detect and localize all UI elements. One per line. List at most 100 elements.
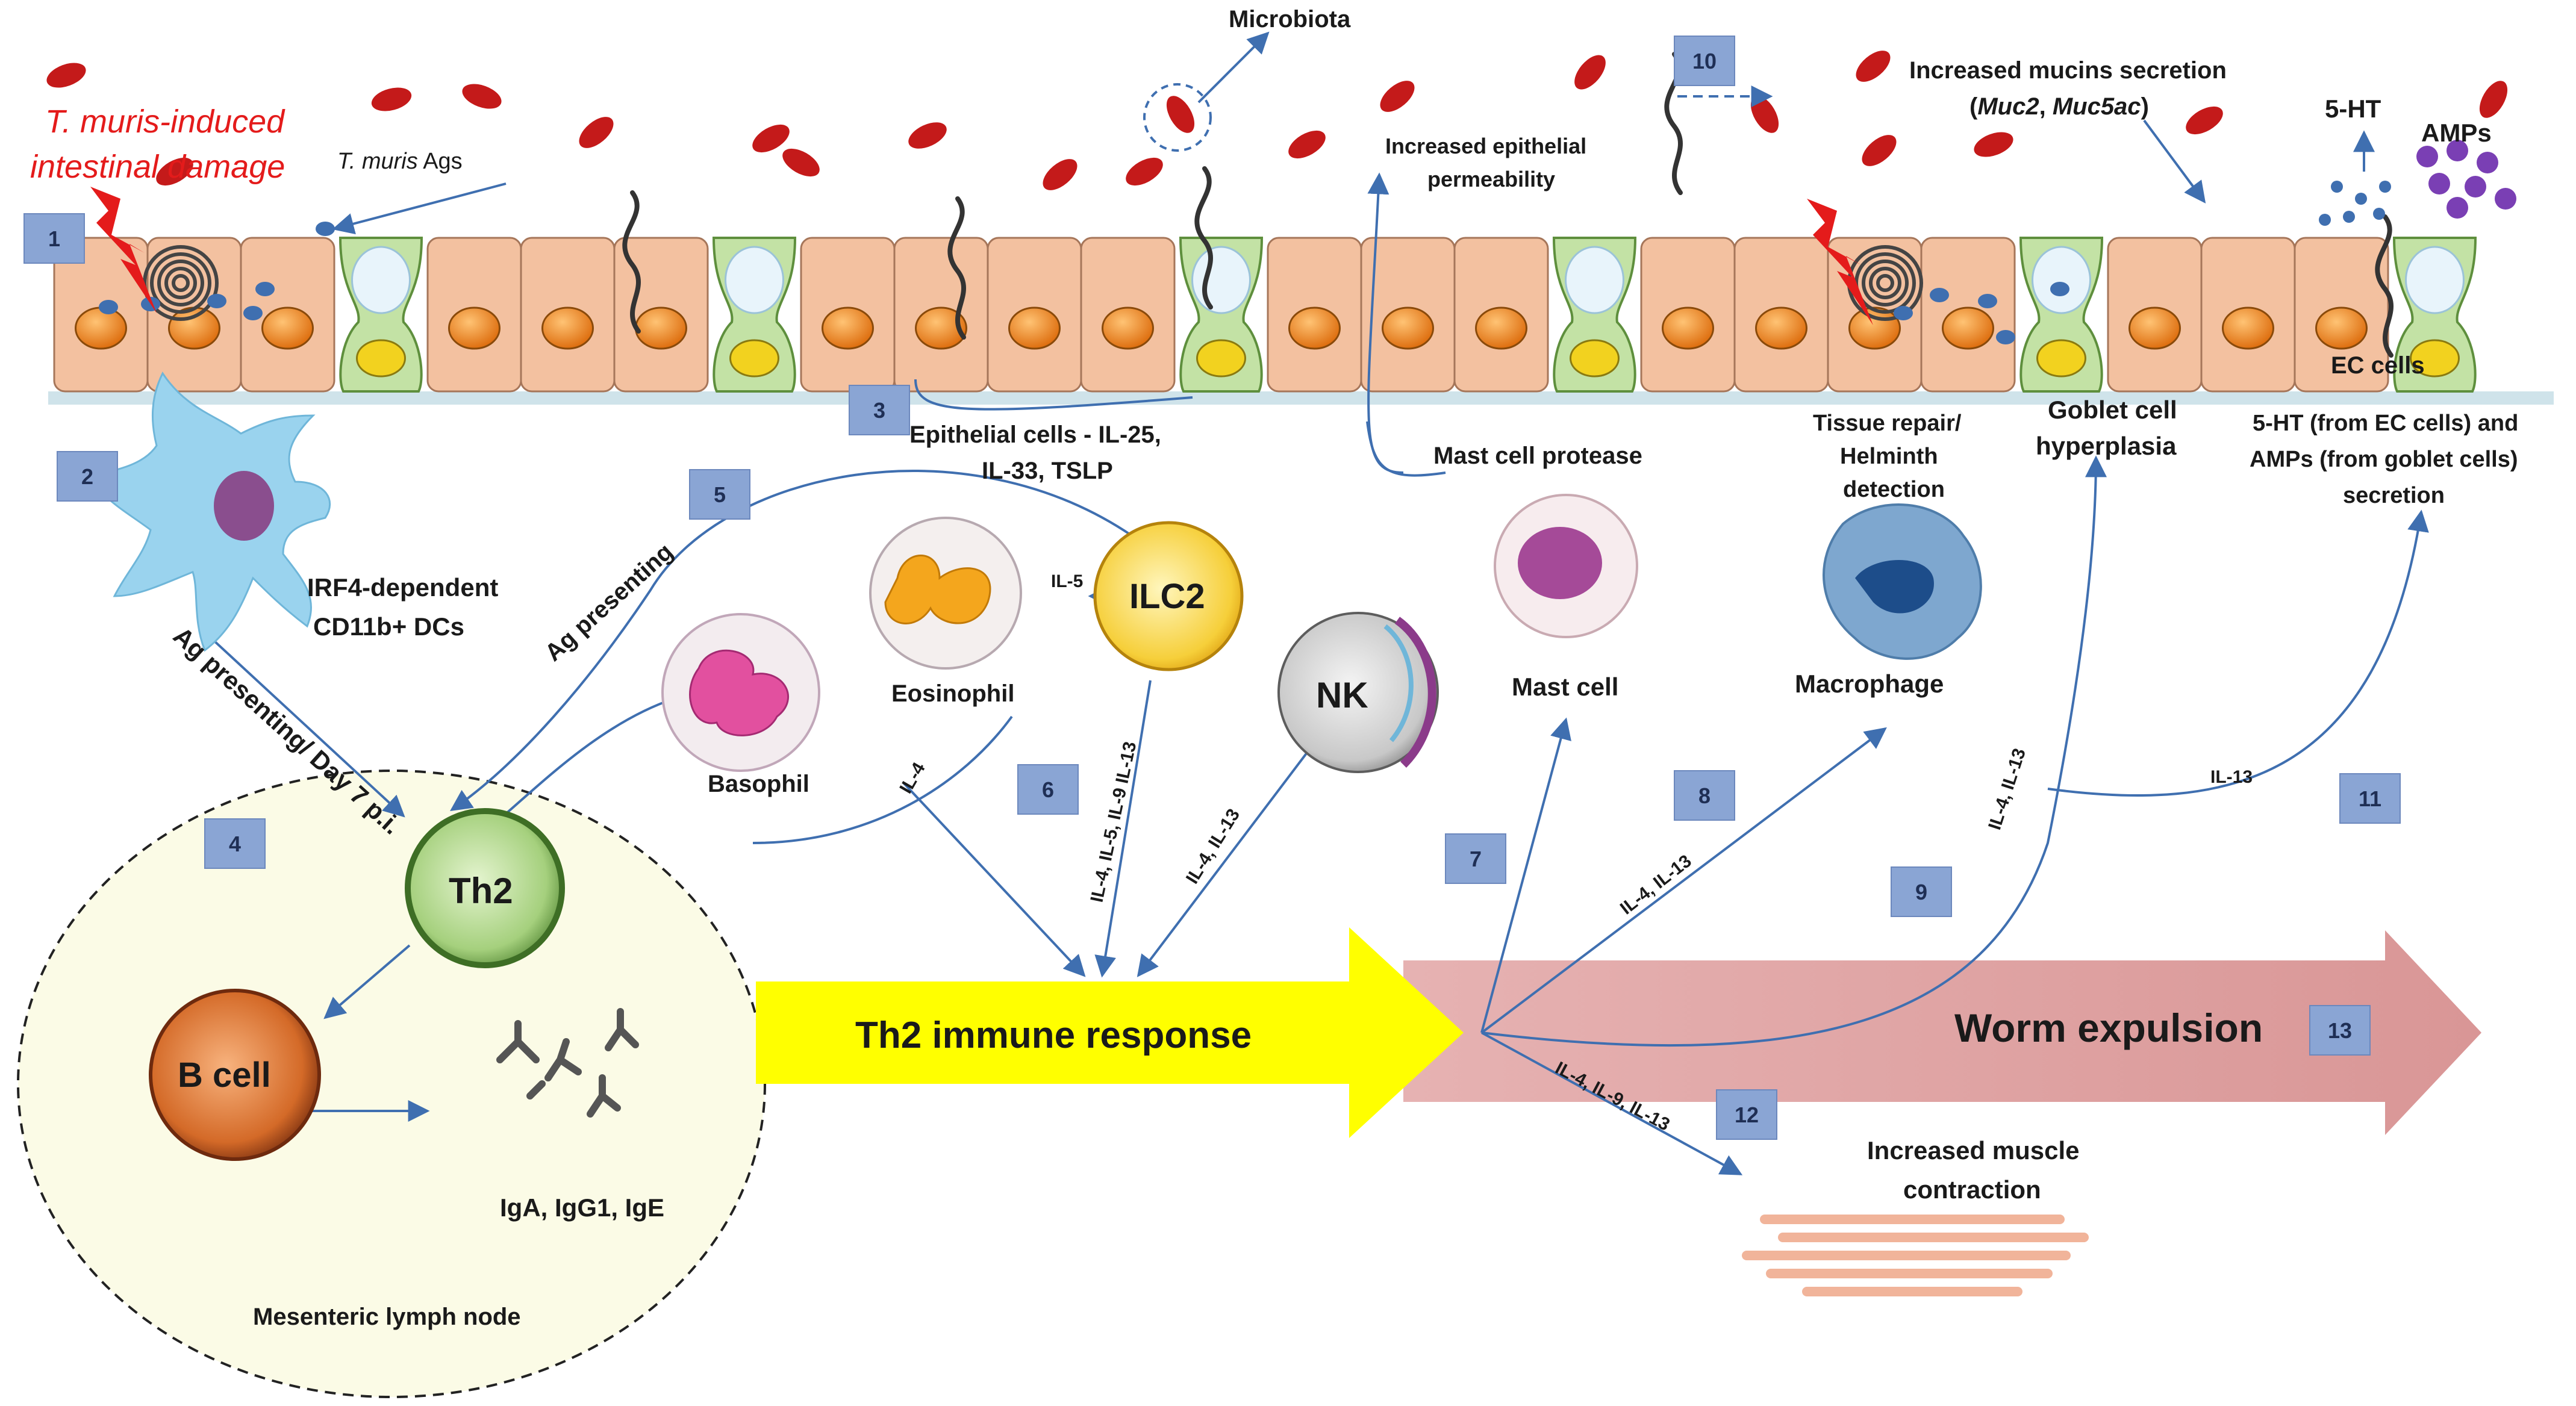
bacterium [46, 63, 86, 88]
label-amps: AMPs [2421, 119, 2492, 147]
arrow-baso-th2 [499, 697, 675, 820]
label-ilc2: ILC2 [1129, 577, 1205, 616]
bacterium [156, 157, 193, 186]
arrow-to-secretion [2047, 509, 2429, 797]
bacterium [752, 124, 790, 153]
antigen-dot [1894, 306, 1913, 320]
enterocyte [2107, 237, 2203, 393]
title-line2: intestinal damage [30, 149, 285, 185]
step-9-label: 9 [1915, 880, 1927, 904]
step-5: 5 [689, 469, 750, 520]
step-6-label: 6 [1042, 777, 1054, 802]
goblet-cell [1552, 237, 1637, 393]
goblet-cell [2019, 237, 2104, 393]
step-12: 12 [1716, 1089, 1777, 1140]
antigen-dot [99, 300, 118, 314]
bacterium [2186, 106, 2223, 135]
label-tissue-repair-3: detection [1843, 477, 1945, 502]
th2-cell [405, 808, 565, 968]
arrow-to-mast [1480, 717, 1571, 1033]
basophil-cell [661, 613, 820, 772]
arrow-nk-down [1137, 751, 1308, 977]
label-nk: NK [1316, 675, 1368, 715]
label-th2: Th2 [449, 871, 513, 911]
ilc2-cell [1093, 521, 1244, 671]
step-3-label: 3 [873, 398, 885, 423]
step-8-label: 8 [1698, 783, 1711, 808]
bacterium [2479, 81, 2508, 118]
antigen-dot [316, 222, 335, 236]
bacterium [908, 122, 947, 149]
connectors [204, 31, 2429, 1175]
step-10-label: 10 [1692, 49, 1717, 73]
step-2: 2 [57, 451, 118, 502]
epithelium [53, 52, 2477, 393]
cyt-to-mast: IL-4, IL-13 [1617, 851, 1695, 918]
label-epithelial-2: IL-33, TSLP [982, 458, 1113, 484]
damage-bolt-right [1807, 199, 1873, 325]
label-microbiota: Microbiota [1229, 6, 1351, 33]
enterocyte [520, 237, 616, 393]
goblet-cell [1179, 237, 1264, 393]
label-dc-1: IRF4-dependent [307, 573, 498, 602]
step-5-label: 5 [714, 482, 726, 507]
bacterium [579, 117, 614, 148]
arrow-microbiota [1197, 31, 1270, 104]
macrophage-cell [1822, 503, 1982, 660]
step-2-label: 2 [81, 464, 93, 489]
bacterium [1856, 51, 1891, 82]
mesenteric-lymph-node [17, 770, 766, 1398]
th2-response-arrow [756, 927, 1464, 1138]
label-secretion-1: 5-HT (from EC cells) and [2253, 411, 2518, 436]
enterocyte [1453, 237, 1549, 393]
step-13-label: 13 [2328, 1018, 2352, 1043]
arrow-ags [332, 182, 507, 235]
enterocyte [426, 237, 522, 393]
arrow-il4 [902, 782, 1086, 977]
label-tmuris-ags: T. muris Ags [337, 149, 463, 174]
step-3: 3 [849, 385, 910, 435]
bacterium [1380, 81, 1415, 112]
arrow-ilc2-down [1094, 680, 1152, 978]
arrow-3 [914, 379, 1193, 411]
enterocyte [893, 237, 989, 393]
step-7: 7 [1445, 833, 1506, 884]
step-8: 8 [1674, 770, 1735, 821]
worm-tail [1194, 166, 1213, 310]
label-th2-response: Th2 immune response [855, 1015, 1252, 1056]
bacterium [1288, 130, 1326, 159]
mast-cell [1494, 494, 1638, 638]
label-goblet-2: hyperplasia [2036, 432, 2177, 460]
muscle-fibers [1742, 1215, 2089, 1296]
step-13: 13 [2309, 1005, 2371, 1056]
label-macrophage: Macrophage [1795, 670, 1944, 698]
title-line1: T. muris-induced [45, 104, 285, 140]
arrow-to-macro [1480, 727, 1887, 1034]
goblet-cell [2392, 237, 2477, 393]
basement-membrane [48, 391, 2554, 405]
label-secretion-3: secretion [2343, 483, 2445, 508]
worm-tail [622, 190, 641, 334]
bacterium [782, 148, 820, 177]
bacterium [1974, 132, 2013, 157]
antigen-dot [207, 294, 226, 308]
label-dc-2: CD11b+ DCs [313, 612, 464, 641]
enterocyte [800, 237, 896, 393]
microbiota-highlight [1143, 83, 1212, 152]
b-cell [149, 989, 321, 1161]
arrow-eos-down [752, 715, 1013, 844]
label-muscle-1: Increased muscle [1867, 1136, 2080, 1165]
enterocyte [1080, 237, 1176, 393]
worm-expulsion-arrow [1403, 930, 2481, 1135]
antigen-dot [1996, 330, 2015, 344]
arrow-th2-bcell [323, 944, 411, 1019]
label-tissue-repair-2: Helminth [1840, 444, 1938, 469]
enterocyte [1267, 237, 1362, 393]
label-b-cell: B cell [178, 1056, 271, 1095]
arrow-dc-th2 [204, 631, 405, 818]
arrow-mast-protease [1366, 421, 1446, 477]
enterocyte [1640, 237, 1736, 393]
cyt-ilc2-down: IL-4, IL-5, IL-9 IL-13 [1087, 740, 1141, 904]
